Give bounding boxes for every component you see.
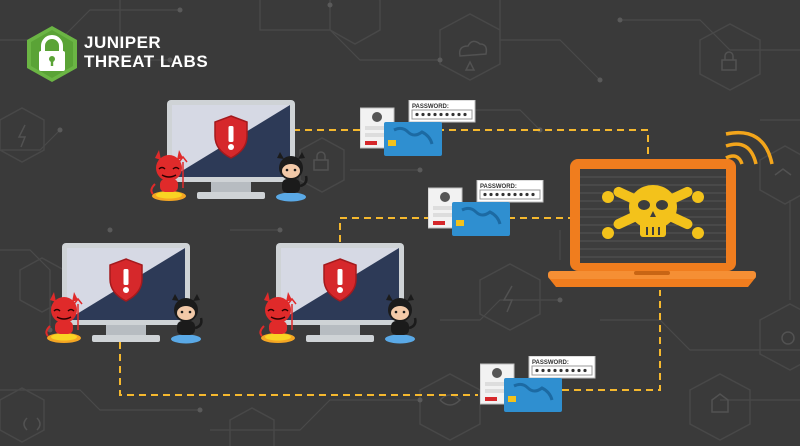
- devil-octocat-icon: [150, 150, 188, 201]
- brand-line-2: THREAT LABS: [84, 52, 209, 71]
- infected-monitor-3: [276, 243, 404, 342]
- password-label: PASSWORD:: [480, 184, 517, 190]
- password-label: PASSWORD:: [532, 360, 569, 366]
- shield-lock-icon: [27, 26, 77, 82]
- stolen-credentials-2: PASSWORD:: [428, 180, 544, 236]
- infected-monitor-2: [62, 243, 190, 342]
- skull-crossbones-icon: [602, 185, 704, 239]
- octocat-icon: [276, 152, 308, 202]
- stolen-credentials-3: PASSWORD:: [480, 356, 596, 412]
- devil-octocat-icon: [259, 292, 297, 343]
- infected-monitor-1: [167, 100, 295, 199]
- attacker-laptop: [548, 159, 756, 287]
- alert-shield-icon: [109, 258, 143, 302]
- alert-shield-icon: [323, 258, 357, 302]
- wireless-signal-icon: [725, 130, 774, 165]
- octocat-icon: [171, 294, 203, 344]
- devil-octocat-icon: [45, 292, 83, 343]
- octocat-icon: [385, 294, 417, 344]
- password-label: PASSWORD:: [412, 104, 449, 110]
- alert-shield-icon: [214, 115, 248, 159]
- brand-line-1: JUNIPER: [84, 33, 162, 52]
- stolen-credentials-1: PASSWORD:: [360, 100, 476, 156]
- brand-wordmark: JUNIPER THREAT LABS: [84, 33, 208, 71]
